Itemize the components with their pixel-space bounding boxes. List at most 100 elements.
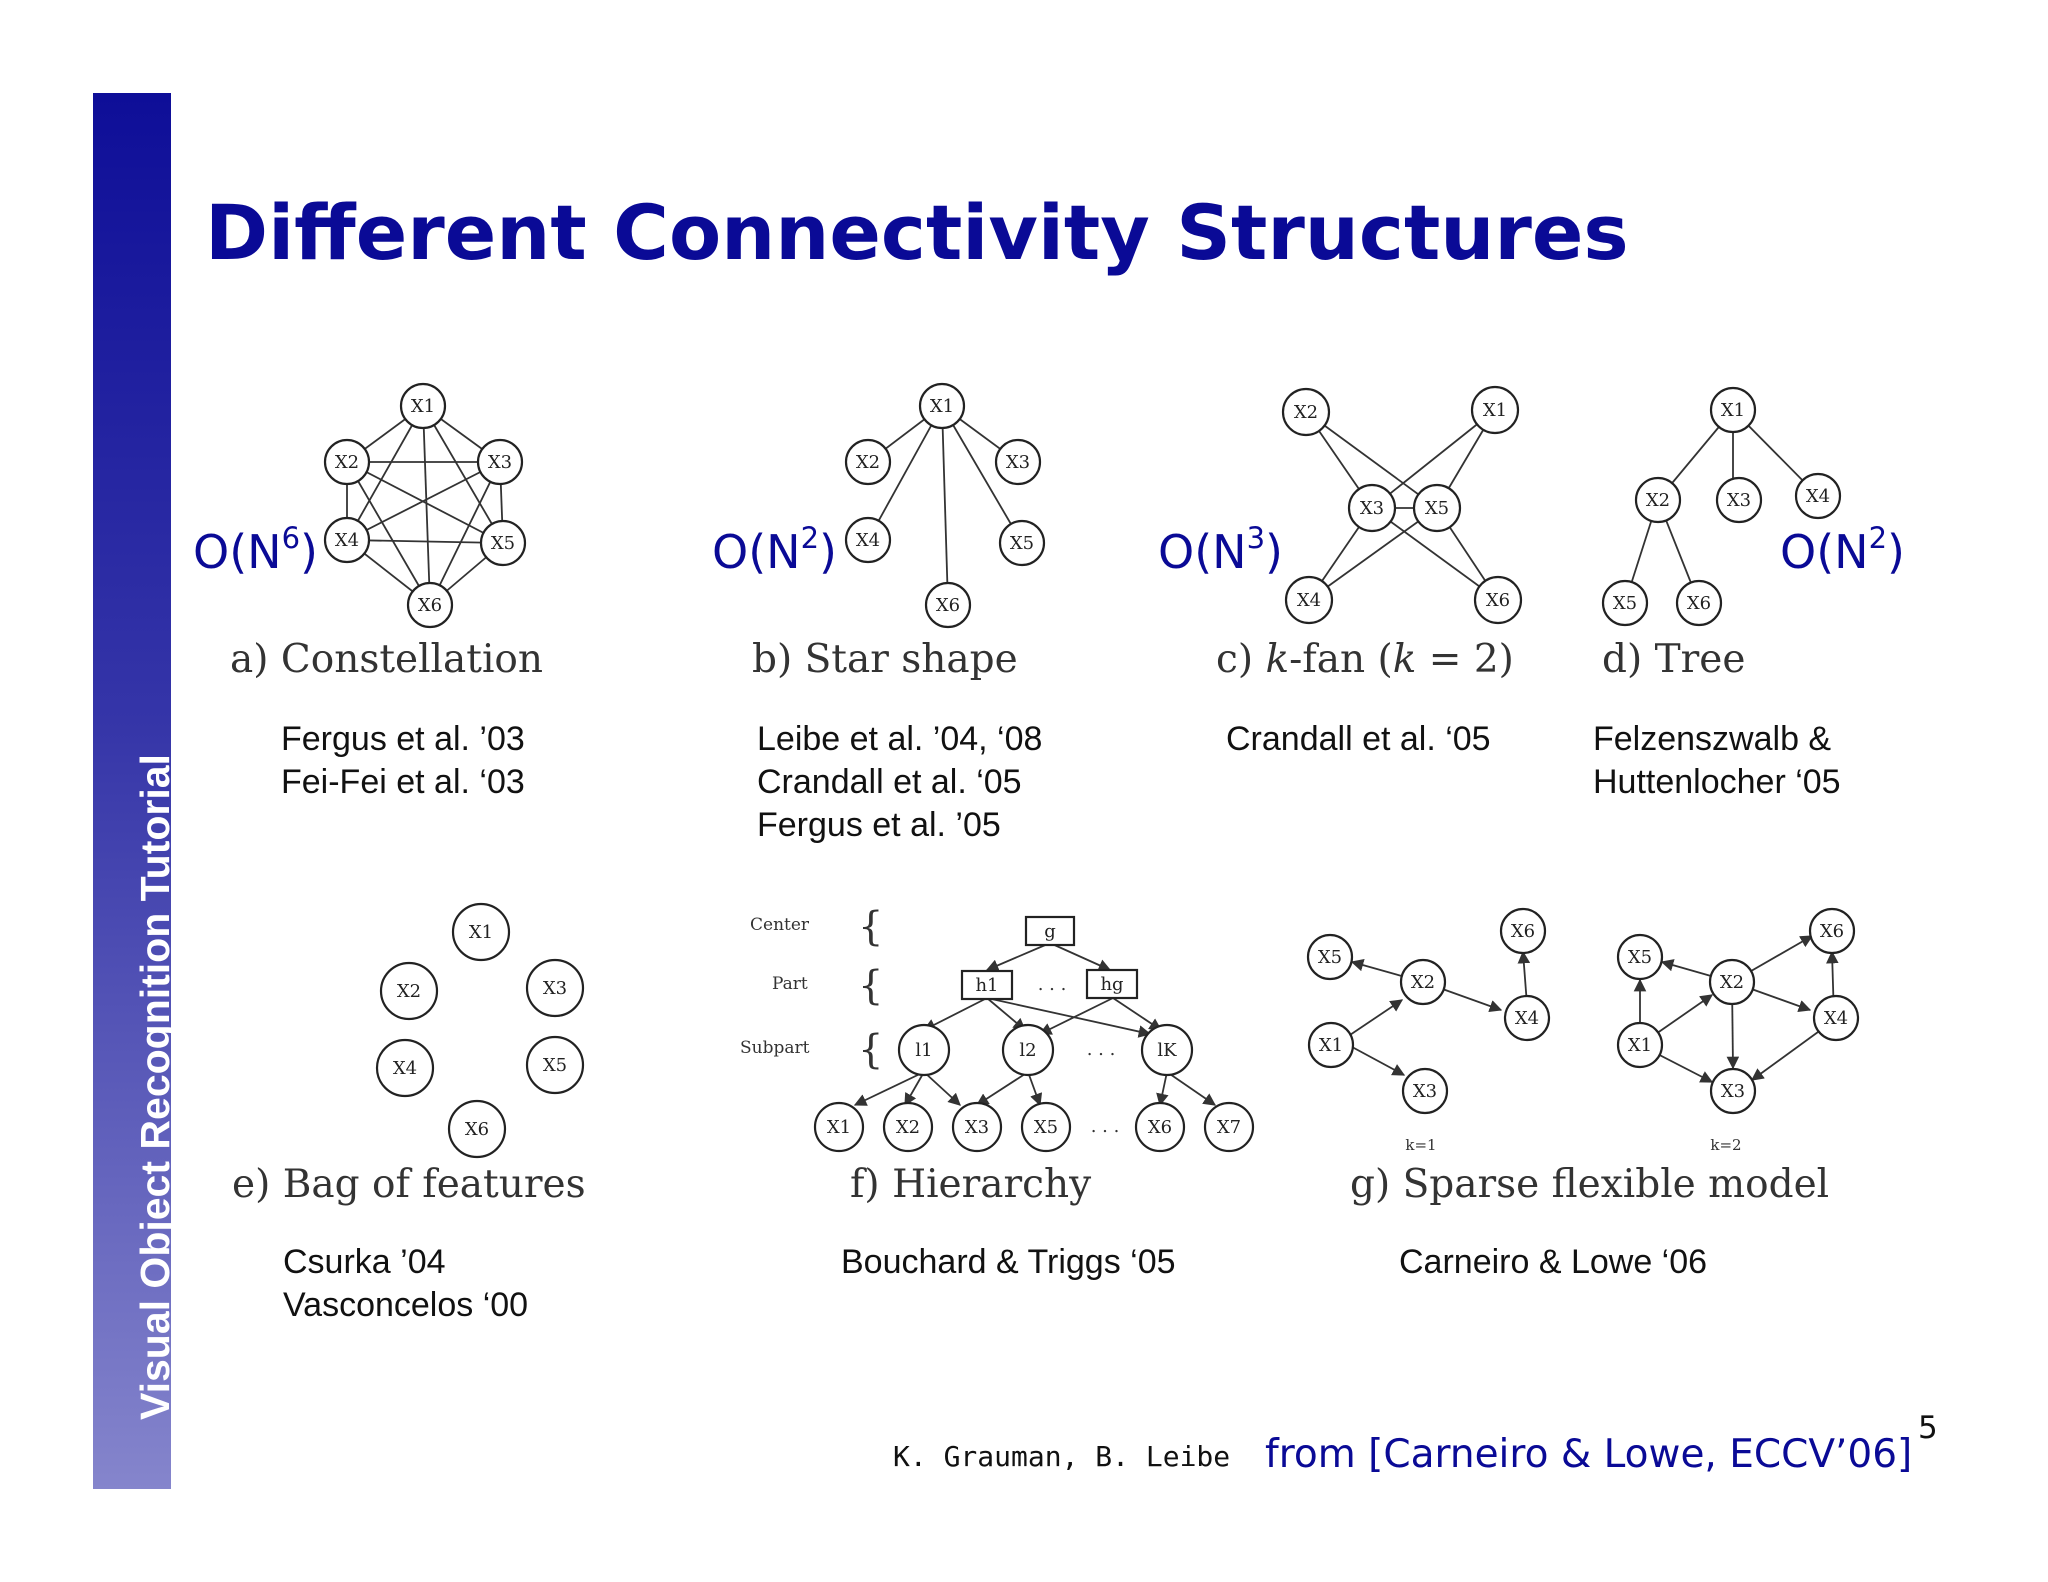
star-graph: X1 X2 X3 X4 X5 X6 b) Star shape	[752, 382, 1046, 682]
refs-kfan: Crandall et al. ‘05	[1226, 718, 1491, 761]
svg-text:X3: X3	[543, 978, 567, 999]
svg-text:X5: X5	[1034, 1117, 1058, 1138]
svg-text:X2: X2	[335, 452, 359, 473]
svg-text:X6: X6	[1148, 1117, 1172, 1138]
hierarchy-node-x2: X2	[882, 1101, 934, 1153]
sparse-k1-label: k=1	[1405, 1136, 1436, 1154]
refs-bag: Csurka ’04 Vasconcelos ‘00	[283, 1241, 528, 1327]
caption-bag: e) Bag of features	[232, 1162, 586, 1207]
ref-line: Fergus et al. ’03	[281, 720, 525, 758]
complexity-kfan: O(N3)	[1158, 521, 1283, 579]
svg-text:l1: l1	[915, 1040, 932, 1061]
svg-text:X4: X4	[856, 530, 880, 551]
svg-text:X1: X1	[1721, 400, 1745, 421]
svg-text:X5: X5	[1318, 947, 1342, 968]
svg-text:X2: X2	[1646, 490, 1670, 511]
hierarchy-node-x5: X5	[1020, 1101, 1072, 1153]
hierarchy-node-h1: h1	[960, 969, 1014, 1001]
svg-text:l2: l2	[1019, 1040, 1036, 1061]
caption-constellation: a) Constellation	[230, 637, 543, 682]
svg-text:X2: X2	[1294, 402, 1318, 423]
bag-node-x3: X3	[525, 958, 585, 1018]
sparse-k2-node-x4: X4	[1812, 994, 1860, 1042]
svg-text:X3: X3	[1360, 498, 1384, 519]
caption-sparse: g) Sparse flexible model	[1350, 1162, 1829, 1207]
refs-star: Leibe et al. ’04, ‘08 Crandall et al. ‘0…	[757, 718, 1042, 847]
svg-text:h1: h1	[975, 975, 998, 996]
level-subpart-label: Subpart	[740, 1038, 810, 1058]
svg-text:X5: X5	[491, 533, 515, 554]
svg-text:X6: X6	[1511, 921, 1535, 942]
kfan-node-x2: X2	[1281, 387, 1331, 437]
star-node-x2: X2	[844, 438, 892, 486]
hierarchy-node-x1: X1	[813, 1101, 865, 1153]
svg-text:X2: X2	[397, 981, 421, 1002]
refs-tree: Felzenszwalb & Huttenlocher ‘05	[1593, 718, 1841, 804]
star-node-x6: X6	[924, 581, 972, 629]
hierarchy-leaf-ellipsis: . . .	[1091, 1116, 1120, 1137]
svg-text:X5: X5	[1010, 533, 1034, 554]
hierarchy-node-lk: lK	[1140, 1023, 1194, 1077]
svg-text:X1: X1	[1628, 1035, 1652, 1056]
ref-line: Carneiro & Lowe ‘06	[1399, 1243, 1708, 1281]
svg-text:X4: X4	[1515, 1008, 1539, 1029]
sparse-k2-node-x6: X6	[1808, 907, 1856, 955]
constellation-node-x3: X3	[476, 438, 524, 486]
constellation-edges	[346, 405, 504, 606]
caption-hierarchy: f) Hierarchy	[850, 1162, 1091, 1207]
ref-line: Felzenszwalb &	[1593, 720, 1832, 758]
footer-source: from [Carneiro & Lowe, ECCV’06]	[1265, 1432, 1913, 1477]
tree-node-x6: X6	[1675, 579, 1723, 627]
ref-line: Bouchard & Triggs ‘05	[841, 1243, 1176, 1281]
page-number: 5	[1918, 1410, 1938, 1446]
svg-text:X4: X4	[1824, 1008, 1848, 1029]
footer-authors: K. Grauman, B. Leibe	[893, 1440, 1231, 1473]
svg-text:X6: X6	[1486, 590, 1510, 611]
svg-text:X3: X3	[965, 1117, 989, 1138]
sidebar-banner	[93, 93, 171, 1489]
brace-subpart: {	[858, 1027, 883, 1073]
svg-text:X1: X1	[469, 922, 493, 943]
refs-hierarchy: Bouchard & Triggs ‘05	[841, 1241, 1176, 1284]
tree-node-x3: X3	[1715, 476, 1763, 524]
constellation-node-x1: X1	[399, 382, 447, 430]
svg-text:X3: X3	[1413, 1081, 1437, 1102]
svg-text:X6: X6	[1687, 593, 1711, 614]
svg-text:X6: X6	[936, 595, 960, 616]
sparse-k2-node-x1: X1	[1616, 1021, 1664, 1069]
hierarchy-node-x3: X3	[951, 1101, 1003, 1153]
slide-title: Different Connectivity Structures	[205, 188, 1629, 277]
hierarchy-node-l2: l2	[1001, 1023, 1055, 1077]
hierarchy-node-l1: l1	[897, 1023, 951, 1077]
brace-center: {	[858, 904, 883, 950]
level-part-label: Part	[772, 974, 808, 994]
ref-line: Csurka ’04	[283, 1243, 446, 1281]
kfan-node-x4: X4	[1284, 575, 1334, 625]
svg-text:X6: X6	[418, 595, 442, 616]
svg-text:X3: X3	[1727, 490, 1751, 511]
hierarchy-subpart-ellipsis: . . .	[1087, 1039, 1116, 1060]
ref-line: Crandall et al. ‘05	[1226, 720, 1491, 758]
tree-node-x4: X4	[1794, 472, 1842, 520]
complexity-constellation: O(N6)	[193, 521, 318, 579]
star-node-x1: X1	[918, 382, 966, 430]
svg-text:hg: hg	[1100, 974, 1123, 995]
hierarchy-node-g: g	[1024, 915, 1076, 947]
svg-text:X3: X3	[488, 452, 512, 473]
svg-text:X5: X5	[1628, 947, 1652, 968]
constellation-graph: X1 X2 X3 X4 X5 X6 a) Constellation	[230, 382, 543, 682]
bag-node-x6: X6	[447, 1099, 507, 1159]
sparse-k1-node-x5: X5	[1306, 933, 1354, 981]
tree-node-x1: X1	[1709, 386, 1757, 434]
ref-line: Fei-Fei et al. ‘03	[281, 763, 525, 801]
star-node-x3: X3	[994, 438, 1042, 486]
svg-text:X6: X6	[1820, 921, 1844, 942]
svg-text:lK: lK	[1157, 1040, 1177, 1061]
sparse-k2-node-x3: X3	[1709, 1067, 1757, 1115]
ref-line: Huttenlocher ‘05	[1593, 763, 1841, 801]
caption-tree: d) Tree	[1602, 637, 1745, 682]
caption-star: b) Star shape	[752, 637, 1018, 682]
bag-node-x2: X2	[379, 961, 439, 1021]
sparse-k1-node-x6: X6	[1499, 907, 1547, 955]
sparse-k1-node-x4: X4	[1503, 994, 1551, 1042]
